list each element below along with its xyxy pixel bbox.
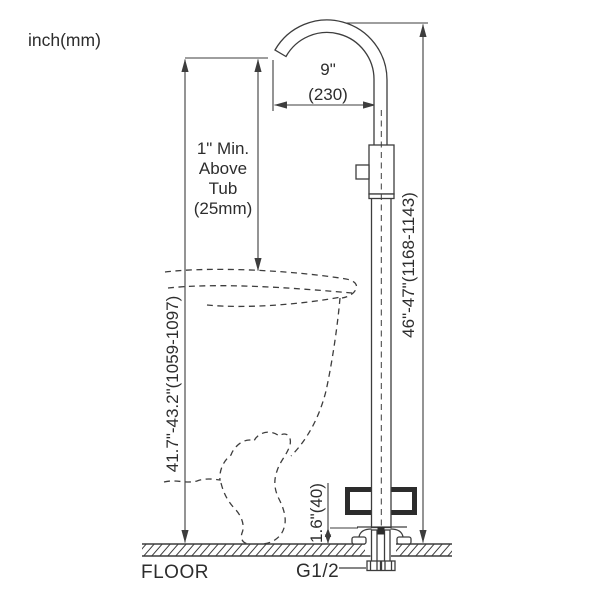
overall-height-label: 46"-47"(1168-1143)	[399, 192, 418, 338]
dimension-spout-reach: 9" (230)	[308, 60, 348, 104]
above-tub-label-line4: (25mm)	[194, 199, 253, 218]
column-base-connector	[377, 527, 385, 535]
units-label: inch(mm)	[28, 30, 101, 50]
connection-thread-label: G1/2	[296, 561, 339, 582]
base-height-arrowheads	[324, 528, 332, 544]
above-tub-label-line1: 1" Min.	[197, 139, 249, 158]
above-tub-label-line2: Above	[199, 159, 247, 178]
above-tub-label-line3: Tub	[209, 179, 238, 198]
left-foot-pad	[351, 536, 367, 545]
tub-body-curve	[290, 297, 341, 457]
base-assembly	[351, 526, 412, 572]
spout-reach-inch-label: 9"	[320, 60, 336, 79]
right-pipe-fitting	[380, 560, 396, 572]
tub-base-outline	[163, 431, 292, 545]
floor-label: FLOOR	[141, 562, 209, 583]
tub-base-inner-line	[220, 482, 249, 545]
flange-right-elbow	[390, 528, 404, 538]
right-foot-pad	[396, 536, 412, 545]
gooseneck-spout	[274, 19, 388, 147]
tub-rim-top	[164, 268, 358, 299]
tub-rim-middle	[167, 285, 353, 294]
arrow-down-icon	[324, 534, 332, 544]
tub-rim-bottom	[206, 296, 342, 308]
floor-to-spout-height-label: 41.7"-43.2"(1059-1097)	[163, 296, 182, 473]
floor-section	[142, 543, 452, 557]
dimension-above-tub: 1" Min. Above Tub (25mm)	[194, 139, 253, 218]
tub-outline	[163, 268, 358, 545]
right-supply-pipe	[383, 529, 391, 563]
base-height-label: 1.6"(40)	[307, 483, 326, 543]
spout-reach-mm-label: (230)	[308, 85, 348, 104]
left-supply-pipe	[370, 529, 378, 563]
floor-hatching	[142, 544, 452, 557]
left-pipe-fitting	[366, 560, 382, 572]
flange-left-elbow	[358, 528, 372, 538]
handle	[355, 164, 370, 180]
